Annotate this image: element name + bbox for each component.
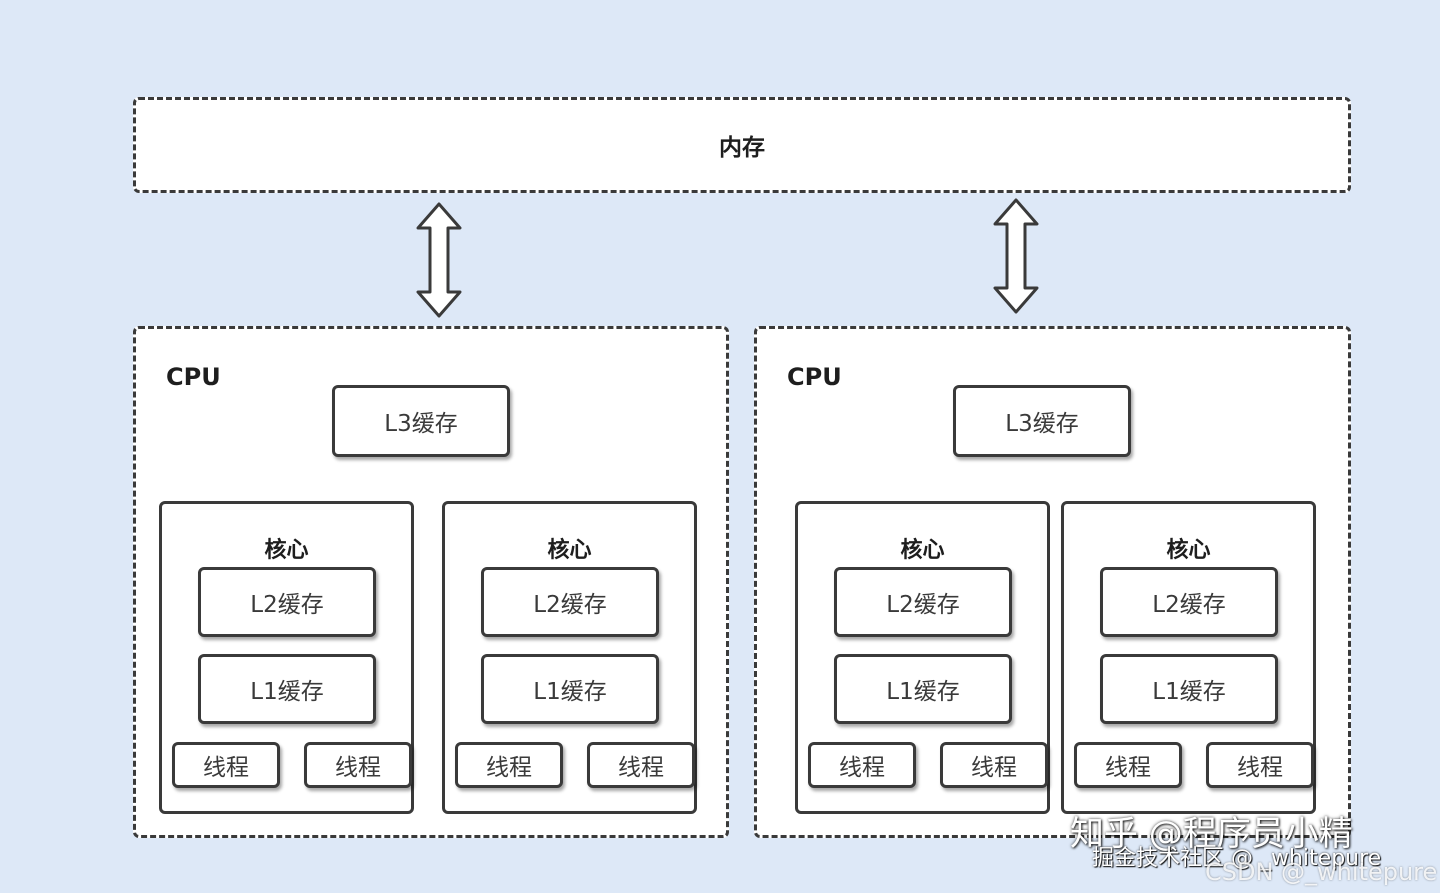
thread-box: 线程 <box>587 742 695 788</box>
core-label: 核心 <box>547 538 592 563</box>
core-box: 核心 L2缓存 L1缓存 线程 线程 <box>795 501 1050 814</box>
memory-label: 内存 <box>719 135 765 161</box>
l1-cache-box: L1缓存 <box>834 654 1012 724</box>
core-label: 核心 <box>1166 538 1211 563</box>
thread-label: 线程 <box>486 755 532 781</box>
l2-cache-label: L2缓存 <box>533 592 607 618</box>
l1-cache-label: L1缓存 <box>533 679 607 705</box>
thread-label: 线程 <box>203 755 249 781</box>
cpu-label: CPU <box>787 363 842 391</box>
zhihu-watermark: 知乎 @程序员小精 <box>1070 814 1353 854</box>
l1-cache-label: L1缓存 <box>886 679 960 705</box>
l1-cache-box: L1缓存 <box>198 654 376 724</box>
l1-cache-box: L1缓存 <box>1100 654 1278 724</box>
l1-cache-label: L1缓存 <box>1152 679 1226 705</box>
thread-label: 线程 <box>618 755 664 781</box>
memory-box: 内存 <box>133 97 1351 193</box>
core-label: 核心 <box>900 538 945 563</box>
l2-cache-label: L2缓存 <box>886 592 960 618</box>
thread-box: 线程 <box>940 742 1048 788</box>
memory-cpu2-arrow-icon <box>993 198 1039 314</box>
thread-label: 线程 <box>1237 755 1283 781</box>
cpu-label: CPU <box>166 363 221 391</box>
core-box: 核心 L2缓存 L1缓存 线程 线程 <box>1061 501 1316 814</box>
core-box: 核心 L2缓存 L1缓存 线程 线程 <box>442 501 697 814</box>
thread-box: 线程 <box>1074 742 1182 788</box>
csdn-watermark: CSDN @_whitepure <box>1205 858 1438 886</box>
l1-cache-label: L1缓存 <box>250 679 324 705</box>
l2-cache-label: L2缓存 <box>1152 592 1226 618</box>
thread-box: 线程 <box>808 742 916 788</box>
cpu-box-2: CPU L3缓存 核心 L2缓存 L1缓存 线程 线程 核心 L2缓存 L1缓存… <box>754 326 1351 838</box>
cpu-box-1: CPU L3缓存 核心 L2缓存 L1缓存 线程 线程 核心 L2缓存 L1缓存… <box>133 326 729 838</box>
l3-cache-box: L3缓存 <box>953 385 1131 457</box>
l3-cache-box: L3缓存 <box>332 385 510 457</box>
l2-cache-box: L2缓存 <box>481 567 659 637</box>
thread-box: 线程 <box>455 742 563 788</box>
l2-cache-label: L2缓存 <box>250 592 324 618</box>
core-label: 核心 <box>264 538 309 563</box>
l2-cache-box: L2缓存 <box>198 567 376 637</box>
thread-box: 线程 <box>172 742 280 788</box>
l1-cache-box: L1缓存 <box>481 654 659 724</box>
l3-cache-label: L3缓存 <box>1005 411 1079 437</box>
thread-box: 线程 <box>1206 742 1314 788</box>
juejin-watermark: 掘金技术社区 @ _whitepure <box>1092 846 1382 871</box>
thread-label: 线程 <box>1105 755 1151 781</box>
l2-cache-box: L2缓存 <box>834 567 1012 637</box>
l2-cache-box: L2缓存 <box>1100 567 1278 637</box>
core-box: 核心 L2缓存 L1缓存 线程 线程 <box>159 501 414 814</box>
l3-cache-label: L3缓存 <box>384 411 458 437</box>
thread-box: 线程 <box>304 742 412 788</box>
thread-label: 线程 <box>971 755 1017 781</box>
thread-label: 线程 <box>335 755 381 781</box>
memory-cpu1-arrow-icon <box>416 202 462 318</box>
thread-label: 线程 <box>839 755 885 781</box>
